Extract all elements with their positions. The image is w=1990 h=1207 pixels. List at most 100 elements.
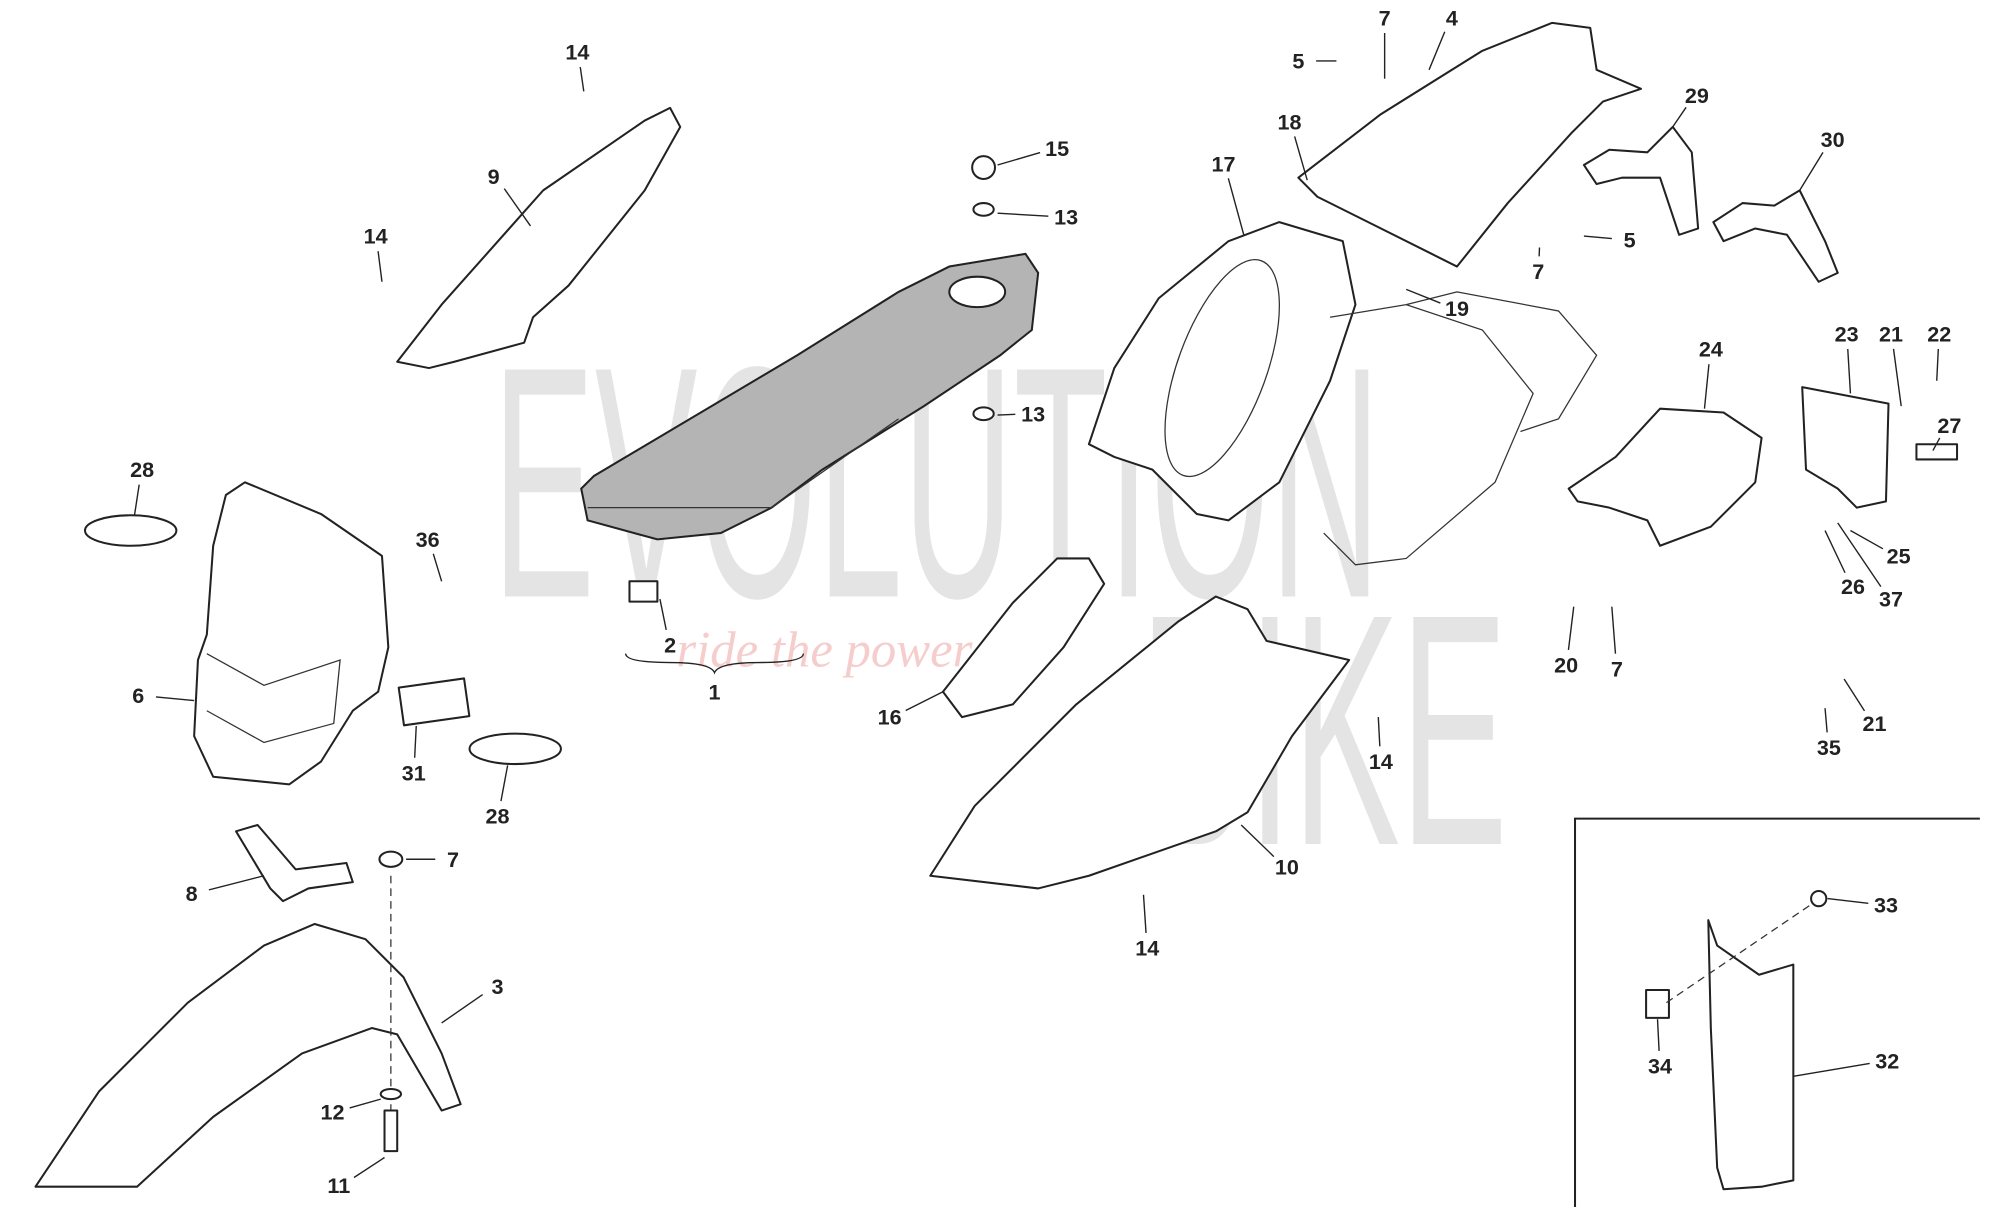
callout-p29: 29 <box>1685 83 1709 108</box>
callout-p12: 12 <box>320 1099 344 1124</box>
callout-p17: 17 <box>1211 151 1235 176</box>
leader-line-p2 <box>659 598 667 631</box>
leader-line-p15 <box>997 151 1041 166</box>
part-seat <box>580 252 1040 541</box>
leader-line-p27 <box>1932 437 1941 451</box>
part-side-plate-16 <box>941 557 1106 719</box>
part-bracket-30 <box>1712 189 1839 283</box>
leader-line-p24 <box>1703 364 1710 409</box>
leader-line-p9 <box>503 188 532 227</box>
leader-line-p4 <box>1428 31 1446 71</box>
part-screw-33 <box>1810 889 1828 908</box>
seat-fuel-cap-opening <box>948 275 1007 309</box>
leader-line-p34 <box>1656 1019 1660 1051</box>
callout-p5a: 5 <box>1292 49 1304 74</box>
callout-p7c: 7 <box>447 847 459 872</box>
part-mudguard-17 <box>1087 221 1357 522</box>
leader-line-p26 <box>1824 530 1846 574</box>
part-mud-flap-32 <box>1707 919 1795 1191</box>
part-bolt-11 <box>383 1109 399 1153</box>
leader-line-p20 <box>1567 606 1575 651</box>
leader-line-p30 <box>1799 152 1824 191</box>
leader-line-p28a <box>133 484 140 516</box>
leader-line-p19 <box>1405 288 1441 304</box>
callout-p33: 33 <box>1874 893 1898 918</box>
part-tail-holder-24 <box>1567 407 1763 547</box>
part-reflector-27 <box>1915 443 1959 461</box>
leader-line-p3 <box>441 993 484 1024</box>
callout-p32: 32 <box>1875 1049 1899 1074</box>
leader-line-p11 <box>353 1156 385 1179</box>
leader-line-p22 <box>1936 348 1940 381</box>
callout-p9: 9 <box>488 164 500 189</box>
leader-line-p10 <box>1240 824 1275 858</box>
leader-line-p14b <box>377 251 383 282</box>
leader-line-p8 <box>208 875 265 891</box>
callout-p15: 15 <box>1045 136 1069 161</box>
callout-p28b: 28 <box>485 804 509 829</box>
part-reflector-31 <box>397 677 471 727</box>
part-fastener-15 <box>971 155 997 180</box>
part-clamp-28a <box>83 514 178 547</box>
callout-p1: 1 <box>709 679 721 704</box>
callout-p14c: 14 <box>1369 749 1393 774</box>
callout-p14d: 14 <box>1135 936 1159 961</box>
callout-p13a: 13 <box>1054 205 1078 230</box>
leader-line-p16 <box>905 691 944 712</box>
callout-p21b: 21 <box>1863 711 1887 736</box>
leader-line-p5b <box>1583 235 1612 240</box>
part-damper-2 <box>628 580 659 603</box>
callout-p19: 19 <box>1445 296 1469 321</box>
callout-p13b: 13 <box>1021 401 1045 426</box>
callout-p7d: 7 <box>1611 656 1623 681</box>
callout-p37: 37 <box>1879 587 1903 612</box>
leader-line-p28b <box>500 765 509 802</box>
callout-p35: 35 <box>1817 735 1841 760</box>
leader-line-p14c <box>1377 717 1381 747</box>
leader-line-p21b <box>1843 678 1866 712</box>
leader-line-p37 <box>1837 522 1882 587</box>
part-side-panel-10 <box>929 595 1351 890</box>
leader-line-p32 <box>1793 1062 1870 1077</box>
part-clamp-28b <box>468 732 562 766</box>
leader-line-p14a <box>579 66 585 92</box>
callout-p5b: 5 <box>1624 227 1636 252</box>
part-headlight-fairing-6 <box>193 481 390 786</box>
callout-p14a: 14 <box>565 40 589 65</box>
leader-line-p21a <box>1892 348 1902 407</box>
leader-line-p36 <box>432 553 443 582</box>
callout-p14b: 14 <box>364 224 388 249</box>
leader-line-p7d <box>1611 606 1617 654</box>
watermark-slogan: ride the power <box>676 621 972 677</box>
callout-p7b: 7 <box>1532 259 1544 284</box>
leader-line-p25 <box>1850 529 1884 550</box>
leader-line-p33 <box>1827 897 1869 904</box>
part-nut-34 <box>1645 988 1670 1019</box>
leader-line-p12 <box>349 1098 381 1109</box>
part-grommet-13b <box>972 406 995 422</box>
callout-p21a: 21 <box>1879 321 1903 346</box>
leader-line-p31 <box>413 725 417 758</box>
callout-p34: 34 <box>1648 1054 1672 1079</box>
part-washer-12 <box>379 1087 403 1101</box>
callout-p3: 3 <box>491 974 503 999</box>
part-front-fender-3 <box>34 922 462 1188</box>
callout-p28a: 28 <box>130 457 154 482</box>
callout-p10: 10 <box>1275 854 1299 879</box>
callout-p6: 6 <box>132 683 144 708</box>
callout-p27: 27 <box>1937 413 1961 438</box>
callout-p20: 20 <box>1554 653 1578 678</box>
callout-p36: 36 <box>416 527 440 552</box>
leader-line-p14d <box>1142 894 1147 933</box>
parts <box>34 21 1980 1207</box>
callout-p18: 18 <box>1277 109 1301 134</box>
callout-p2: 2 <box>664 632 676 657</box>
callout-p30: 30 <box>1821 127 1845 152</box>
callout-p22: 22 <box>1927 321 1951 346</box>
inset-frame <box>1574 817 1980 1207</box>
callout-p7a: 7 <box>1379 5 1391 30</box>
callout-p11: 11 <box>327 1173 350 1198</box>
part-subframe <box>1323 291 1598 566</box>
part-grommet-13a <box>972 202 995 217</box>
